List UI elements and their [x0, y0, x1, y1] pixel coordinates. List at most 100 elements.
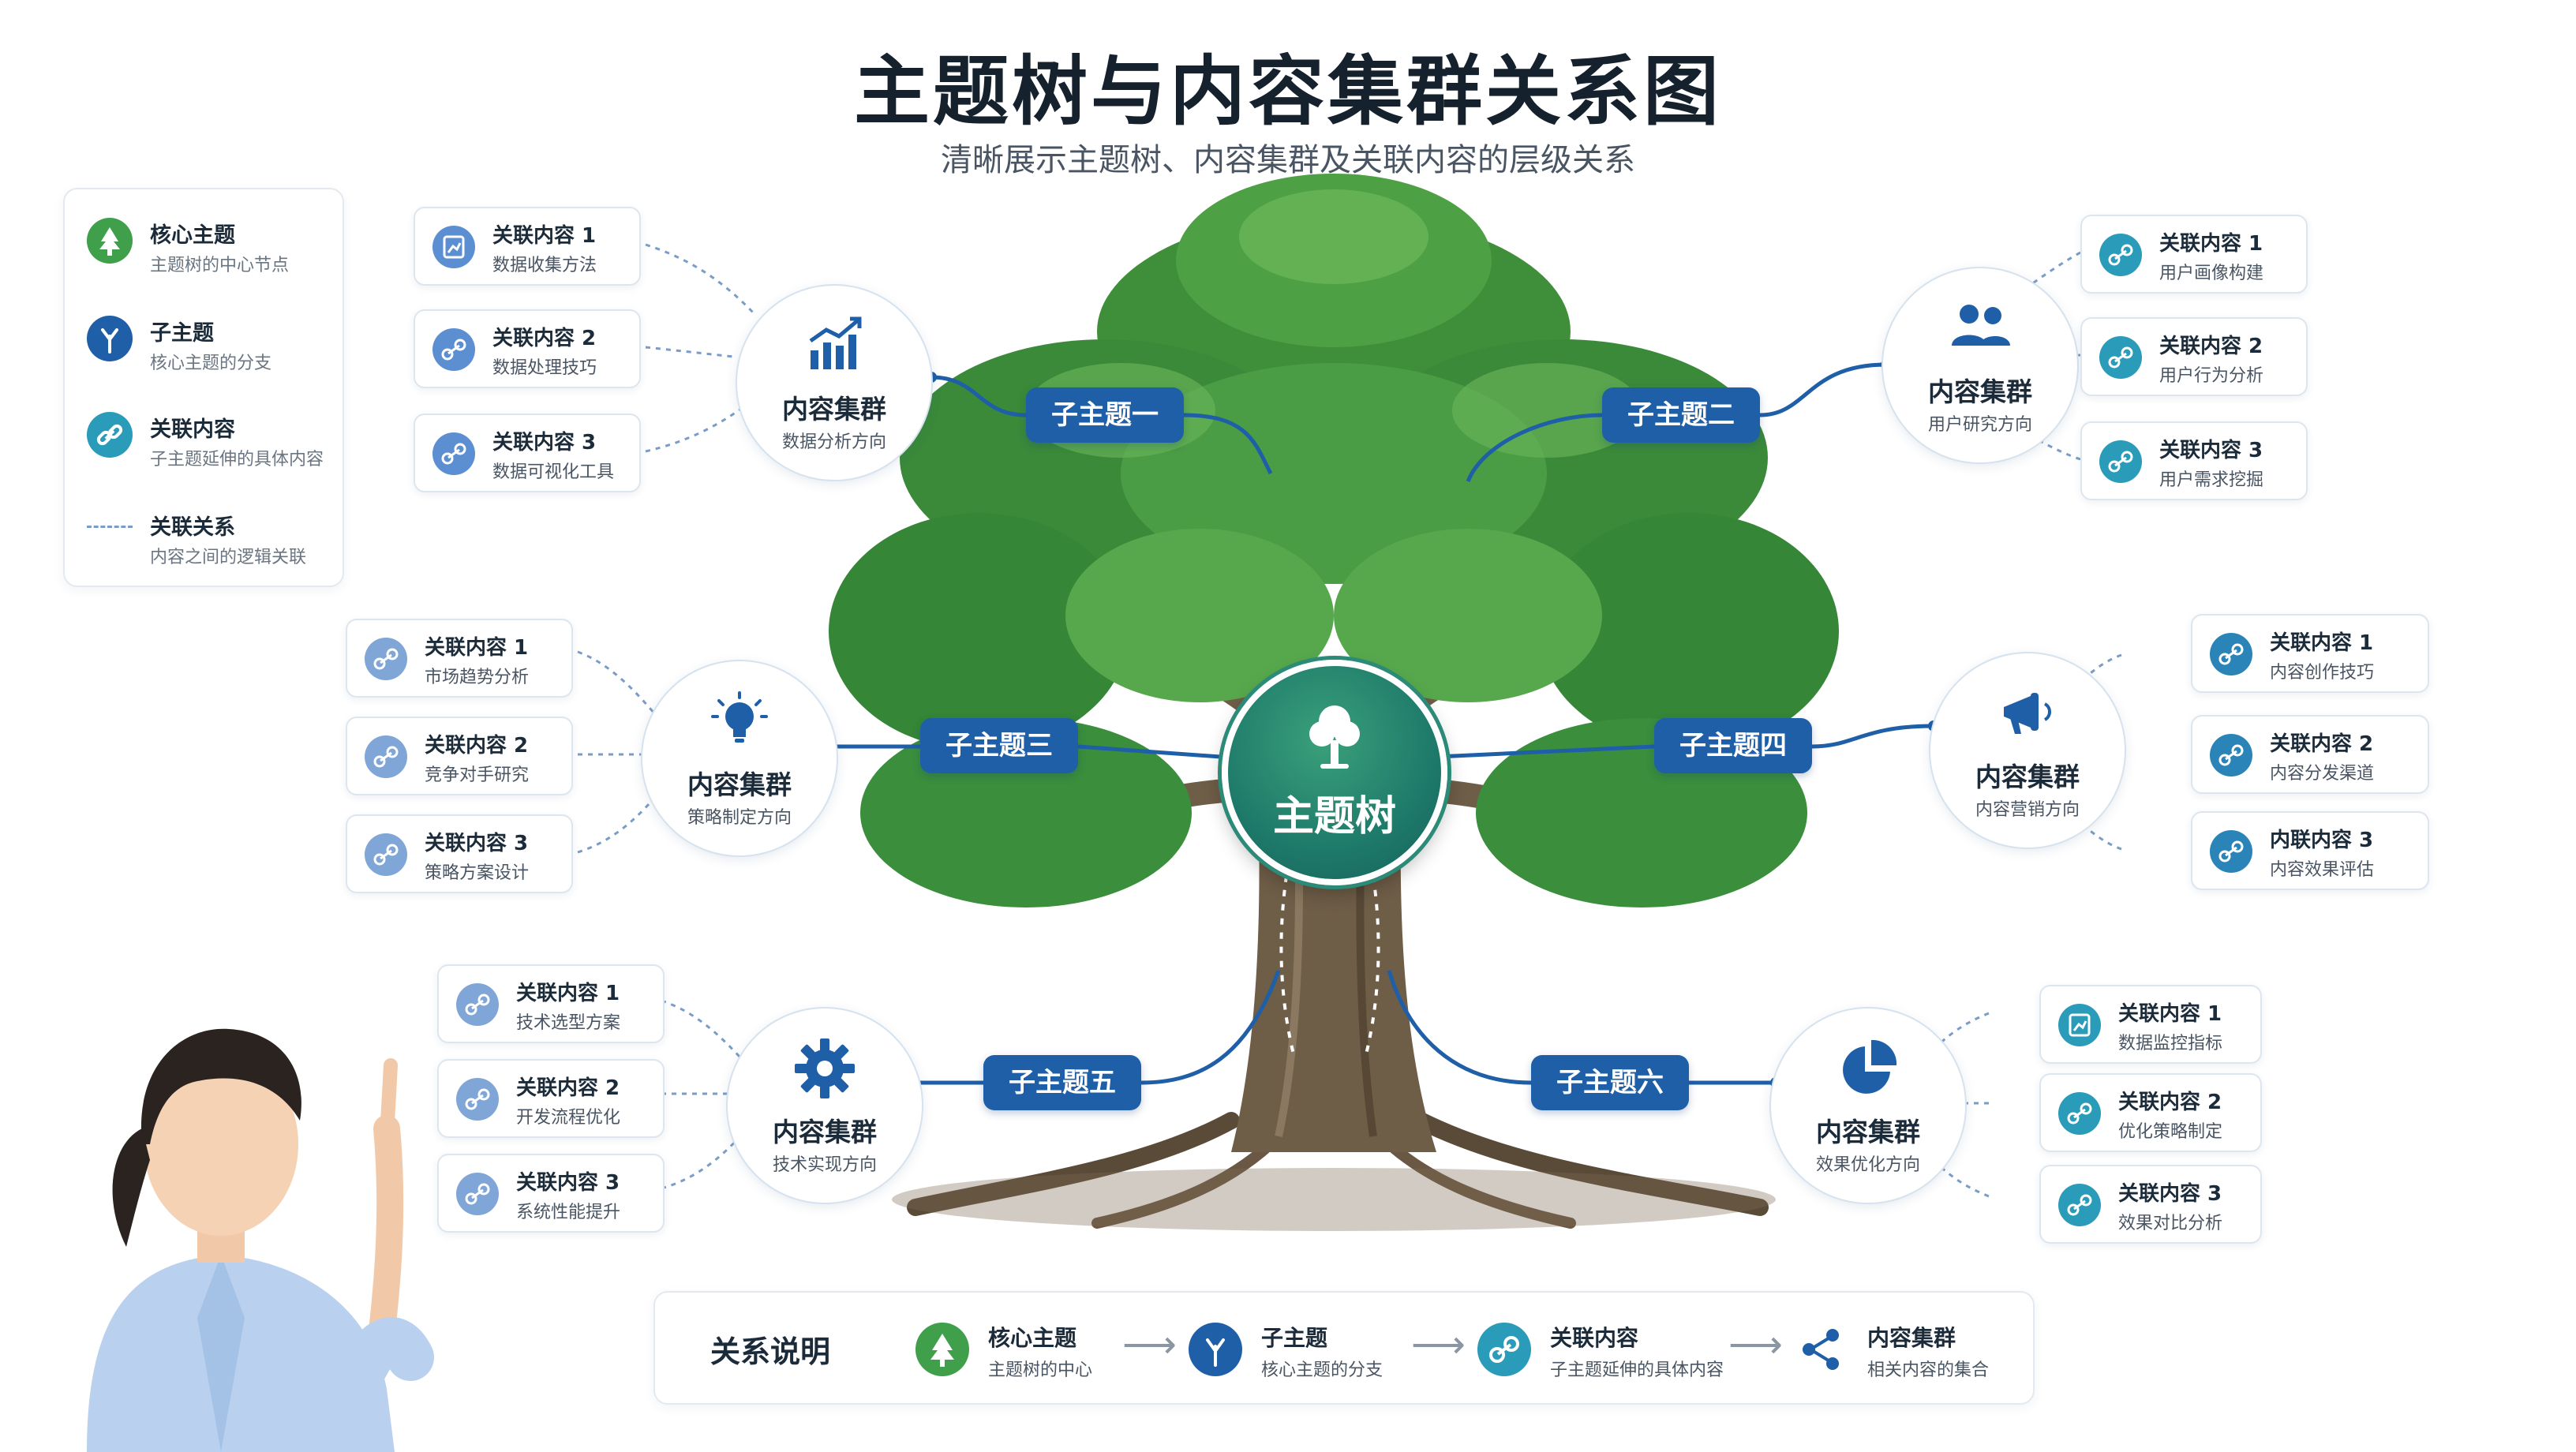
related-desc: 内容创作技巧	[2270, 663, 2375, 683]
cluster-node-6[interactable]: 内容集群 效果优化方向	[1769, 1007, 1967, 1204]
relation-title: 关联内容	[1550, 1325, 1639, 1351]
link-icon	[2210, 633, 2252, 675]
related-card[interactable]: 关联内容 2 竞争对手研究	[346, 717, 573, 795]
related-title: 关联内容 2	[492, 327, 597, 350]
cluster-title: 内容集群	[1928, 376, 2032, 407]
related-card[interactable]: 内联内容 3 内容效果评估	[2191, 811, 2429, 890]
lightbulb-icon	[711, 691, 768, 743]
related-desc: 效果对比分析	[2118, 1214, 2223, 1233]
presenter-illustration	[87, 1028, 434, 1452]
cluster-desc: 用户研究方向	[1927, 415, 2032, 435]
legend-desc: 主题树的中心节点	[150, 256, 290, 275]
tree-icon	[1309, 705, 1360, 769]
subtopic-6-label[interactable]: 子主题六	[1531, 1055, 1689, 1110]
core-dashed-links	[1279, 875, 1380, 1058]
related-desc: 用户行为分析	[2159, 366, 2264, 386]
related-card[interactable]: 关联内容 3 系统性能提升	[437, 1154, 665, 1233]
cluster-node-2[interactable]: 内容集群 用户研究方向	[1881, 267, 2079, 464]
related-title: 关联内容 1	[2159, 232, 2263, 256]
cluster-node-1[interactable]: 内容集群 数据分析方向	[736, 284, 933, 481]
legend-title: 子主题	[150, 321, 214, 346]
related-desc: 技术选型方案	[516, 1013, 621, 1033]
core-topic-node[interactable]: 主题树	[1222, 660, 1447, 885]
cluster-node-4[interactable]: 内容集群 内容营销方向	[1929, 652, 2126, 849]
relation-desc: 主题树的中心	[988, 1360, 1093, 1380]
legend-title: 关联内容	[150, 417, 235, 442]
related-card[interactable]: 关联内容 3 效果对比分析	[2039, 1165, 2262, 1244]
related-card[interactable]: 关联内容 2 数据处理技巧	[414, 309, 641, 388]
related-title: 关联内容 1	[516, 982, 620, 1005]
related-card[interactable]: 关联内容 3 用户需求挖掘	[2080, 421, 2308, 500]
related-card[interactable]: 关联内容 1 数据监控指标	[2039, 985, 2262, 1064]
cluster-desc: 内容营销方向	[1975, 800, 2080, 820]
cluster-title: 内容集群	[1816, 1117, 1920, 1147]
relation-desc: 子主题延伸的具体内容	[1550, 1360, 1724, 1380]
cluster-title: 内容集群	[773, 1117, 877, 1147]
related-card[interactable]: 关联内容 1 市场趋势分析	[346, 619, 573, 698]
related-desc: 市场趋势分析	[425, 668, 530, 687]
link-icon	[2058, 1184, 2101, 1226]
related-card[interactable]: 关联内容 1 内容创作技巧	[2191, 614, 2429, 693]
arrow-right-icon: ⟶	[1411, 1323, 1466, 1367]
subtopic-4-label[interactable]: 子主题四	[1654, 718, 1812, 773]
related-title: 关联内容 2	[425, 734, 529, 758]
related-desc: 数据监控指标	[2118, 1034, 2223, 1053]
pie-chart-icon	[1843, 1039, 1897, 1094]
related-card[interactable]: 关联内容 2 内容分发渠道	[2191, 715, 2429, 794]
related-title: 关联内容 2	[2270, 732, 2374, 756]
related-card[interactable]: 关联内容 3 策略方案设计	[346, 814, 573, 893]
cluster-desc: 策略制定方向	[687, 808, 792, 828]
related-card[interactable]: 关联内容 1 用户画像构建	[2080, 215, 2308, 294]
related-title: 关联内容 3	[425, 832, 529, 855]
related-card[interactable]: 关联内容 2 开发流程优化	[437, 1059, 665, 1138]
relation-desc: 相关内容的集合	[1867, 1360, 1990, 1380]
legend-panel: 核心主题 主题树的中心节点 子主题 核心主题的分支 关联内容 子主题延伸的具体内…	[63, 188, 344, 587]
link-icon	[87, 412, 133, 458]
related-card[interactable]: 关联内容 1 技术选型方案	[437, 964, 665, 1043]
link-icon	[2099, 440, 2142, 483]
related-card[interactable]: 关联内容 3 数据可视化工具	[414, 414, 641, 492]
related-desc: 开发流程优化	[516, 1108, 621, 1128]
relations-bar: 关系说明 核心主题 主题树的中心 ⟶ 子主题 核心主题的分支 ⟶ 关联内容 子主…	[653, 1291, 2035, 1405]
megaphone-icon	[2004, 693, 2051, 734]
legend-item-core: 核心主题 主题树的中心节点	[87, 218, 339, 281]
page-title: 主题树与内容集群关系图	[854, 47, 1722, 136]
related-desc: 策略方案设计	[425, 863, 530, 883]
related-card[interactable]: 关联内容 1 数据收集方法	[414, 207, 641, 286]
link-icon	[365, 735, 407, 778]
related-desc: 内容效果评估	[2270, 860, 2375, 880]
related-card[interactable]: 关联内容 2 用户行为分析	[2080, 317, 2308, 396]
cluster-node-5[interactable]: 内容集群 技术实现方向	[726, 1007, 923, 1204]
related-title: 关联内容 2	[2118, 1091, 2222, 1114]
related-title: 关联内容 1	[2270, 631, 2374, 655]
link-icon	[1477, 1323, 1531, 1376]
tree-icon	[87, 218, 133, 264]
relation-title: 核心主题	[988, 1325, 1077, 1351]
subtopic-2-label[interactable]: 子主题二	[1602, 387, 1760, 443]
cluster-title: 内容集群	[782, 394, 886, 425]
subtopic-1-label[interactable]: 子主题一	[1026, 387, 1184, 443]
related-desc: 用户画像构建	[2159, 264, 2264, 283]
dashed-line-icon	[87, 526, 133, 528]
cluster-desc: 效果优化方向	[1815, 1155, 1920, 1175]
link-icon	[2099, 336, 2142, 379]
relation-title: 子主题	[1261, 1325, 1328, 1351]
related-dashed-links	[577, 243, 2122, 1198]
legend-title: 关联关系	[150, 515, 235, 540]
relations-title: 关系说明	[710, 1334, 831, 1369]
legend-desc: 核心主题的分支	[150, 354, 272, 373]
legend-desc: 内容之间的逻辑关联	[150, 548, 307, 567]
related-title: 关联内容 1	[2118, 1002, 2222, 1026]
branch-icon	[87, 316, 133, 361]
cluster-node-3[interactable]: 内容集群 策略制定方向	[641, 660, 838, 857]
gear-icon	[795, 1038, 855, 1098]
related-card[interactable]: 关联内容 2 优化策略制定	[2039, 1073, 2262, 1152]
subtopic-5-label[interactable]: 子主题五	[983, 1055, 1141, 1110]
related-desc: 内容分发渠道	[2270, 764, 2375, 784]
link-icon	[365, 638, 407, 680]
cluster-desc: 技术实现方向	[772, 1155, 877, 1175]
related-title: 关联内容 3	[2118, 1182, 2222, 1206]
legend-title: 核心主题	[150, 223, 235, 248]
subtopic-3-label[interactable]: 子主题三	[920, 718, 1078, 773]
